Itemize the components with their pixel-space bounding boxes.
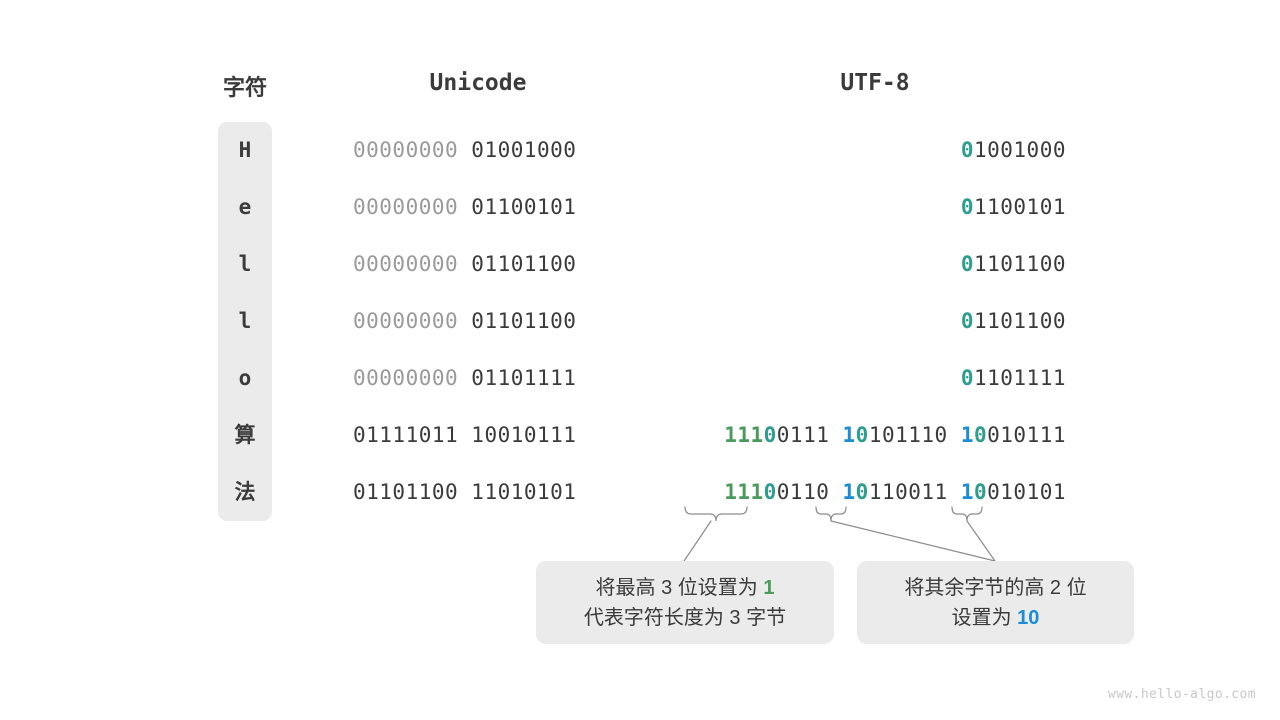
utf8-bit-segment: 1100101: [973, 195, 1066, 219]
utf8-bits: 11100111 10101110 10010111: [724, 422, 1066, 448]
leader-line-3: [966, 520, 996, 562]
utf8-bits: 01100101: [961, 194, 1066, 220]
unicode-bits: 00000000 01100101: [353, 194, 576, 220]
utf8-bit-segment: 1101100: [973, 309, 1066, 333]
utf8-bit-segment: 0: [960, 195, 974, 219]
utf8-bit-segment: 010111: [987, 423, 1066, 447]
utf8-bits: 01101111: [961, 365, 1066, 391]
character-cell: 法: [234, 480, 256, 504]
utf8-bit-segment: 1101111: [973, 366, 1066, 390]
unicode-low-byte: 01100101: [471, 195, 577, 219]
unicode-high-byte: 01101100: [353, 480, 472, 504]
callout-2-highlight: 10: [1017, 606, 1040, 629]
unicode-low-byte: 01101100: [471, 252, 577, 276]
unicode-high-byte: 00000000: [353, 309, 472, 333]
callout-2-line-2: 设置为 10: [952, 603, 1040, 633]
character-cell: o: [238, 366, 252, 390]
utf8-bit-segment: 1: [960, 480, 974, 504]
utf8-bits: 01101100: [961, 308, 1066, 334]
unicode-low-byte: 10010111: [471, 423, 577, 447]
character-cell: 算: [234, 423, 256, 447]
utf8-bit-segment: 0: [763, 423, 777, 447]
utf8-bit-segment: 1101100: [973, 252, 1066, 276]
watermark: www.hello-algo.com: [1107, 687, 1256, 702]
brace-continuation-bits-2: [951, 506, 983, 522]
unicode-bits: 00000000 01101111: [353, 365, 576, 391]
leader-line-1: [683, 520, 712, 562]
unicode-low-byte: 01101111: [471, 366, 577, 390]
unicode-bits: 00000000 01101100: [353, 308, 576, 334]
utf8-bit-segment: 0: [973, 423, 988, 447]
character-cell: l: [238, 309, 252, 333]
utf8-bit-segment: 1001000: [973, 138, 1066, 162]
utf8-bits: 11100110 10110011 10010101: [724, 479, 1066, 505]
callout-1-line-1: 将最高 3 位设置为 1: [596, 573, 775, 603]
utf8-bit-segment: 0111: [776, 423, 843, 447]
utf8-bit-segment: 0: [960, 366, 974, 390]
utf8-bit-segment: 010101: [987, 480, 1066, 504]
character-cell: e: [238, 195, 252, 219]
character-cell: H: [238, 138, 252, 162]
callout-2-line-1: 将其余字节的高 2 位: [904, 576, 1087, 599]
unicode-low-byte: 01101100: [471, 309, 577, 333]
callout-continuation-byte: 将其余字节的高 2 位 设置为 10: [857, 561, 1134, 644]
utf8-bit-segment: 101110: [868, 423, 961, 447]
column-header-unicode: Unicode: [429, 70, 527, 96]
utf8-bit-segment: 0: [855, 423, 869, 447]
unicode-bits: 00000000 01101100: [353, 251, 576, 277]
unicode-low-byte: 11010101: [471, 480, 577, 504]
brace-leading-bits: [684, 506, 748, 522]
utf8-bit-segment: 0: [960, 309, 974, 333]
character-column-box: [218, 122, 272, 521]
callout-1-text-prefix: 将最高 3 位设置为: [595, 576, 764, 599]
character-cell: l: [238, 252, 252, 276]
utf8-bit-segment: 111: [724, 423, 764, 447]
utf8-bit-segment: 1: [842, 423, 856, 447]
utf8-bit-segment: 0110: [776, 480, 843, 504]
utf8-bit-segment: 0: [960, 138, 974, 162]
callout-1-line-2: 代表字符长度为 3 字节: [583, 606, 787, 629]
callout-leading-byte: 将最高 3 位设置为 1 代表字符长度为 3 字节: [536, 561, 834, 644]
unicode-high-byte: 00000000: [353, 195, 472, 219]
utf8-bit-segment: 0: [855, 480, 869, 504]
unicode-bits: 00000000 01001000: [353, 137, 576, 163]
brace-continuation-bits-1: [815, 506, 847, 522]
utf8-bit-segment: 0: [960, 252, 974, 276]
utf8-bit-segment: 1: [842, 480, 856, 504]
unicode-high-byte: 00000000: [353, 138, 472, 162]
utf8-bit-segment: 0: [763, 480, 777, 504]
column-header-character: 字符: [222, 75, 268, 100]
leader-line-2: [830, 520, 996, 562]
utf8-bit-segment: 111: [724, 480, 764, 504]
unicode-low-byte: 01001000: [471, 138, 577, 162]
utf8-bits: 01001000: [961, 137, 1066, 163]
callout-1-highlight: 1: [763, 576, 775, 599]
utf8-bit-segment: 110011: [868, 480, 961, 504]
utf8-bits: 01101100: [961, 251, 1066, 277]
unicode-high-byte: 01111011: [353, 423, 472, 447]
column-header-utf8: UTF-8: [840, 70, 910, 96]
utf8-bit-segment: 0: [973, 480, 988, 504]
unicode-high-byte: 00000000: [353, 366, 472, 390]
callout-2-text-prefix: 设置为: [951, 606, 1018, 629]
unicode-bits: 01101100 11010101: [353, 479, 576, 505]
utf8-bit-segment: 1: [960, 423, 974, 447]
unicode-high-byte: 00000000: [353, 252, 472, 276]
unicode-bits: 01111011 10010111: [353, 422, 576, 448]
